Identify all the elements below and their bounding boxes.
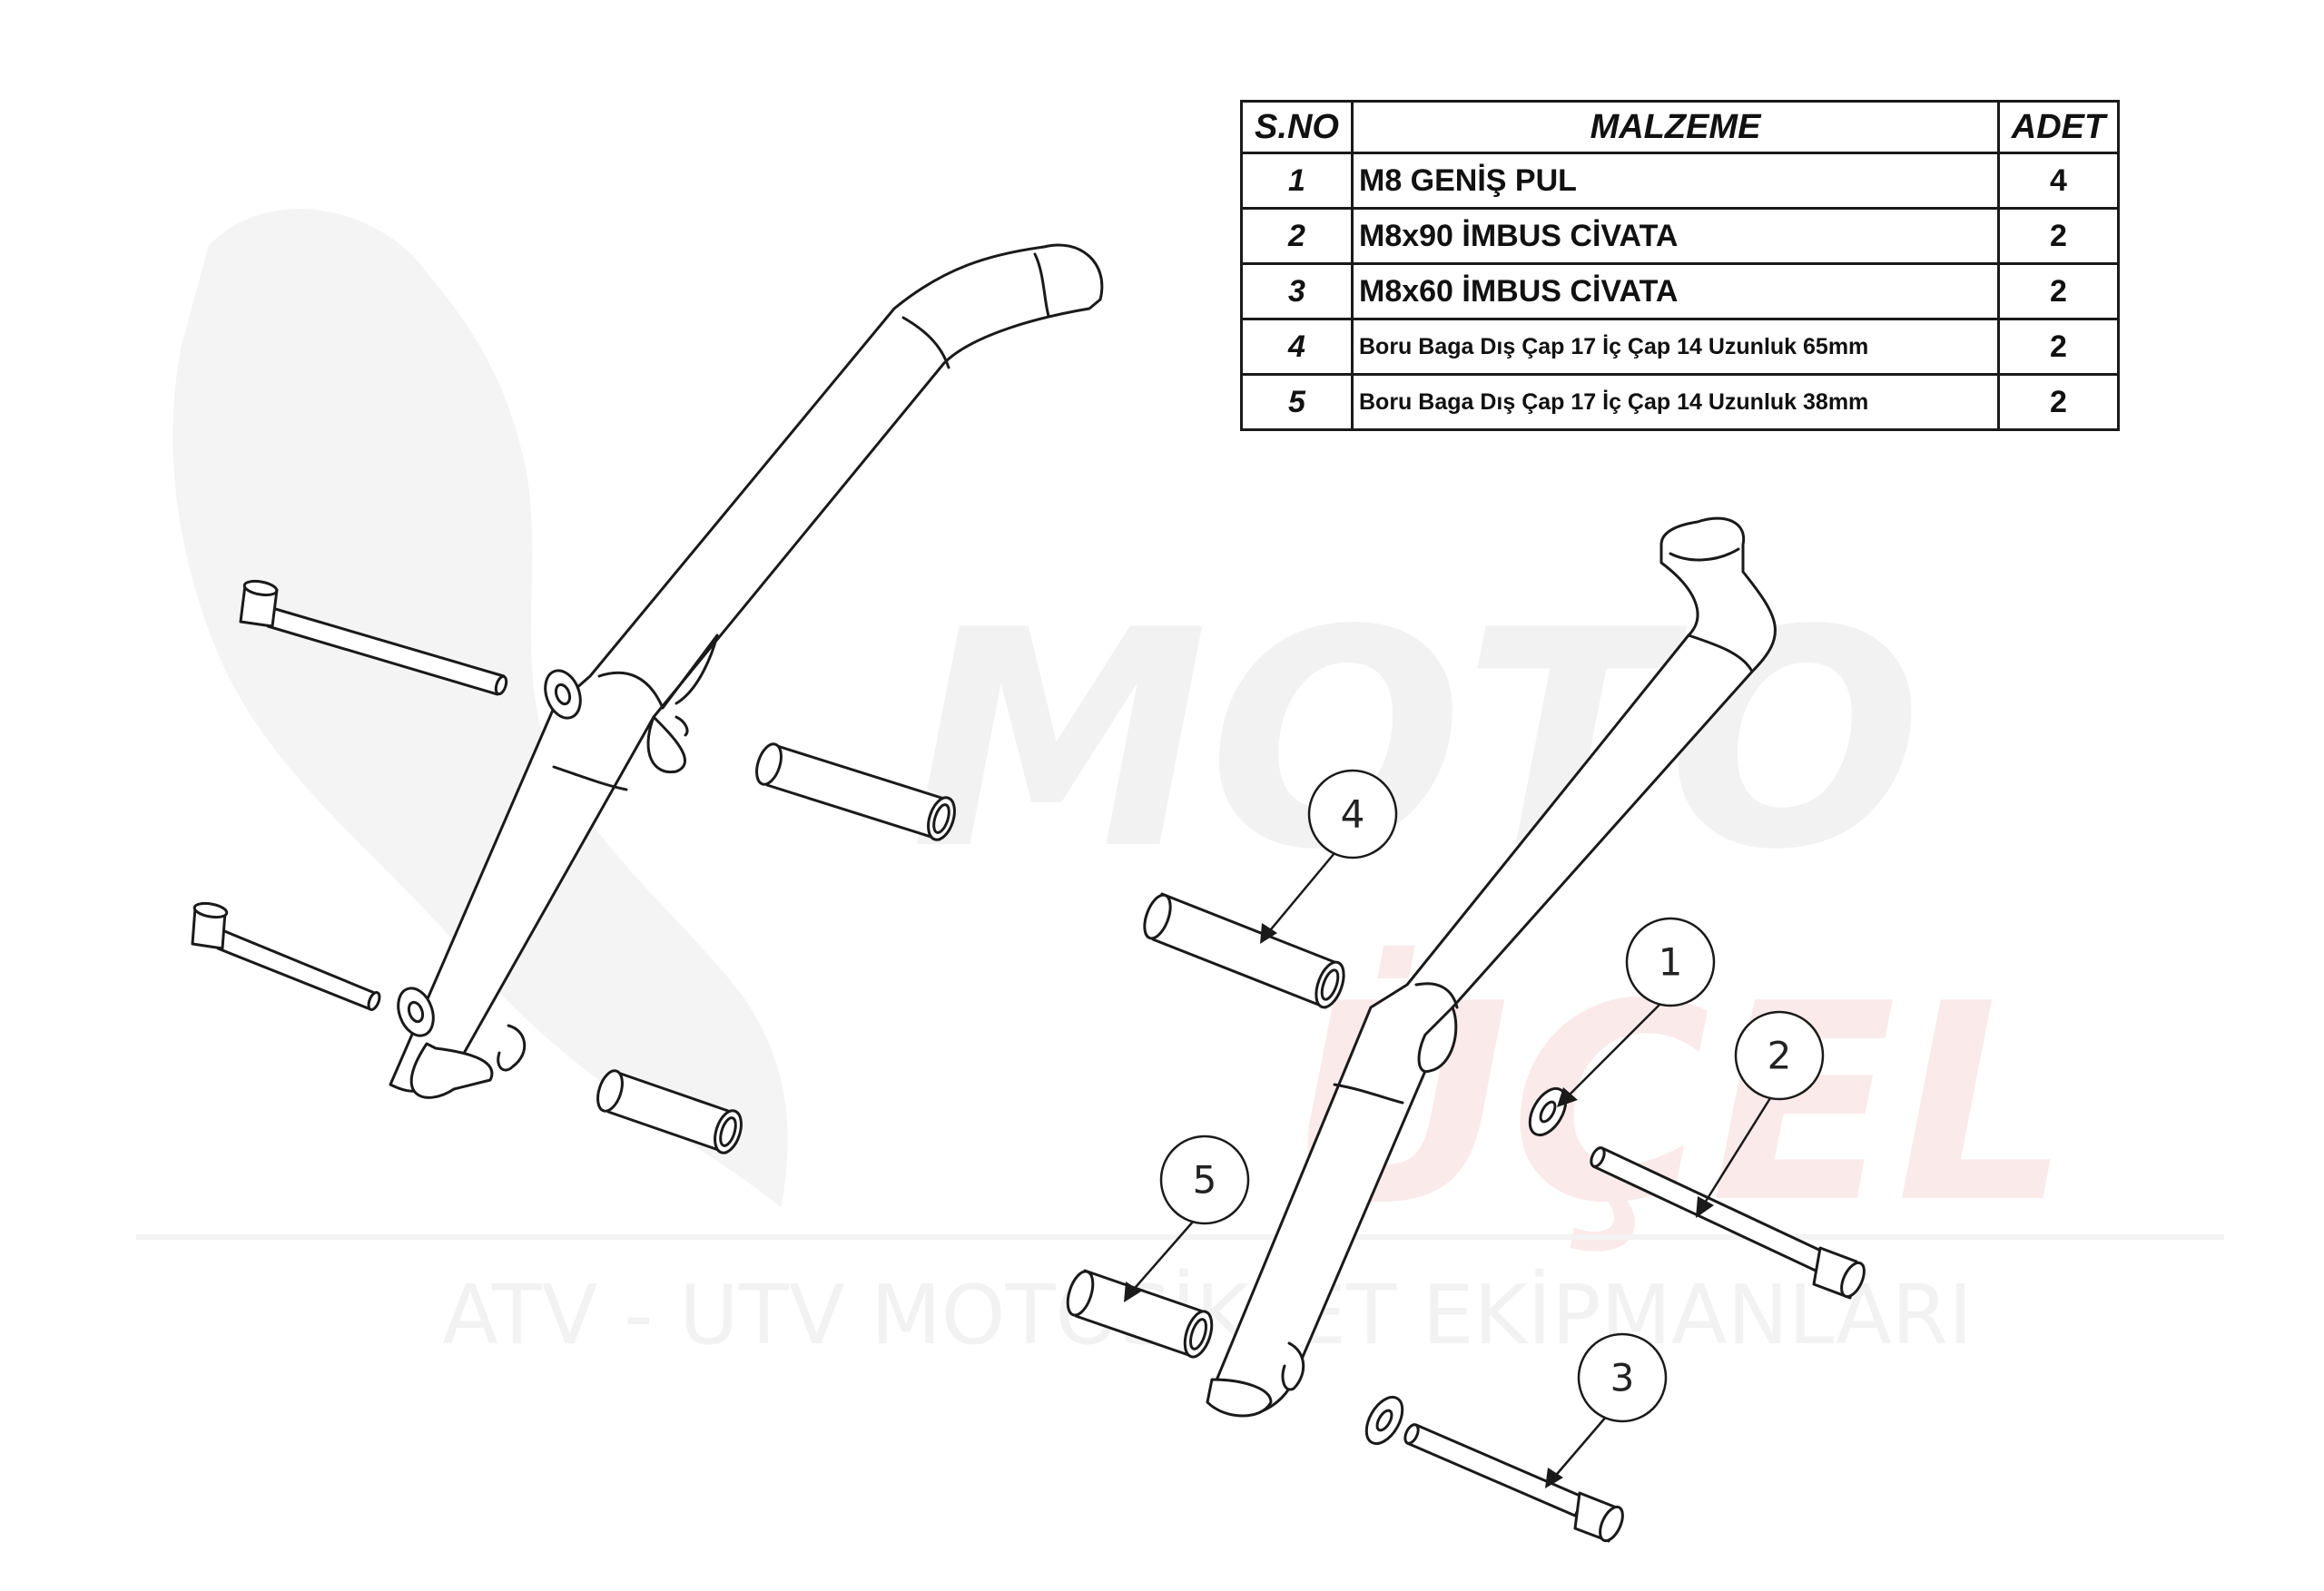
balloon-5-label: 5 [1193, 1158, 1217, 1203]
left-bracket [389, 243, 1104, 1099]
bom-header-qty: ADET [1997, 100, 2120, 154]
balloon-4: 4 [1260, 769, 1398, 944]
bom-cell-qty: 4 [1997, 152, 2120, 210]
balloon-2-label: 2 [1768, 1034, 1792, 1078]
balloon-5: 5 [1124, 1134, 1250, 1302]
bom-header-row: S.NO MALZEME ADET [1240, 100, 2120, 154]
balloon-3-label: 3 [1610, 1356, 1635, 1400]
bom-cell-no: 1 [1240, 152, 1354, 210]
bom-header-material: MALZEME [1351, 100, 2000, 154]
right-bracket [1206, 516, 1777, 1418]
bom-cell-no: 2 [1240, 207, 1354, 265]
bom-cell-qty: 2 [1997, 373, 2120, 431]
bom-cell-material: M8x60 İMBUS CİVATA [1351, 262, 2000, 320]
right-spacer-short [1066, 1269, 1214, 1359]
balloon-1-label: 1 [1659, 940, 1683, 985]
balloon-3: 3 [1545, 1332, 1668, 1488]
left-spacer-short [596, 1069, 743, 1154]
left-bolt-upper [239, 579, 508, 696]
balloon-1: 1 [1557, 917, 1716, 1107]
bom-cell-material: M8 GENİŞ PUL [1351, 152, 2000, 210]
bom-cell-qty: 2 [1997, 262, 2120, 320]
left-bolt-lower [191, 901, 381, 1011]
bom-cell-material: Boru Baga Dış Çap 17 İç Çap 14 Uzunluk 3… [1351, 373, 2000, 431]
right-bolt-m8x90 [1590, 1146, 1866, 1300]
bom-cell-material: M8x90 İMBUS CİVATA [1351, 207, 2000, 265]
bom-cell-material: Boru Baga Dış Çap 17 İç Çap 14 Uzunluk 6… [1351, 318, 2000, 376]
watermark-beast-logo [172, 209, 788, 1207]
left-spacer-long [755, 742, 956, 841]
bom-header-no: S.NO [1240, 100, 1354, 154]
right-spacer-long [1143, 892, 1345, 1009]
balloon-2: 2 [1696, 1010, 1825, 1218]
balloon-4-label: 4 [1341, 792, 1365, 837]
bom-cell-no: 3 [1240, 262, 1354, 320]
bom-cell-qty: 2 [1997, 318, 2120, 376]
bom-cell-no: 5 [1240, 373, 1354, 431]
right-bolt-m8x60 [1403, 1423, 1624, 1543]
bom-cell-qty: 2 [1997, 207, 2120, 265]
bom-cell-no: 4 [1240, 318, 1354, 376]
